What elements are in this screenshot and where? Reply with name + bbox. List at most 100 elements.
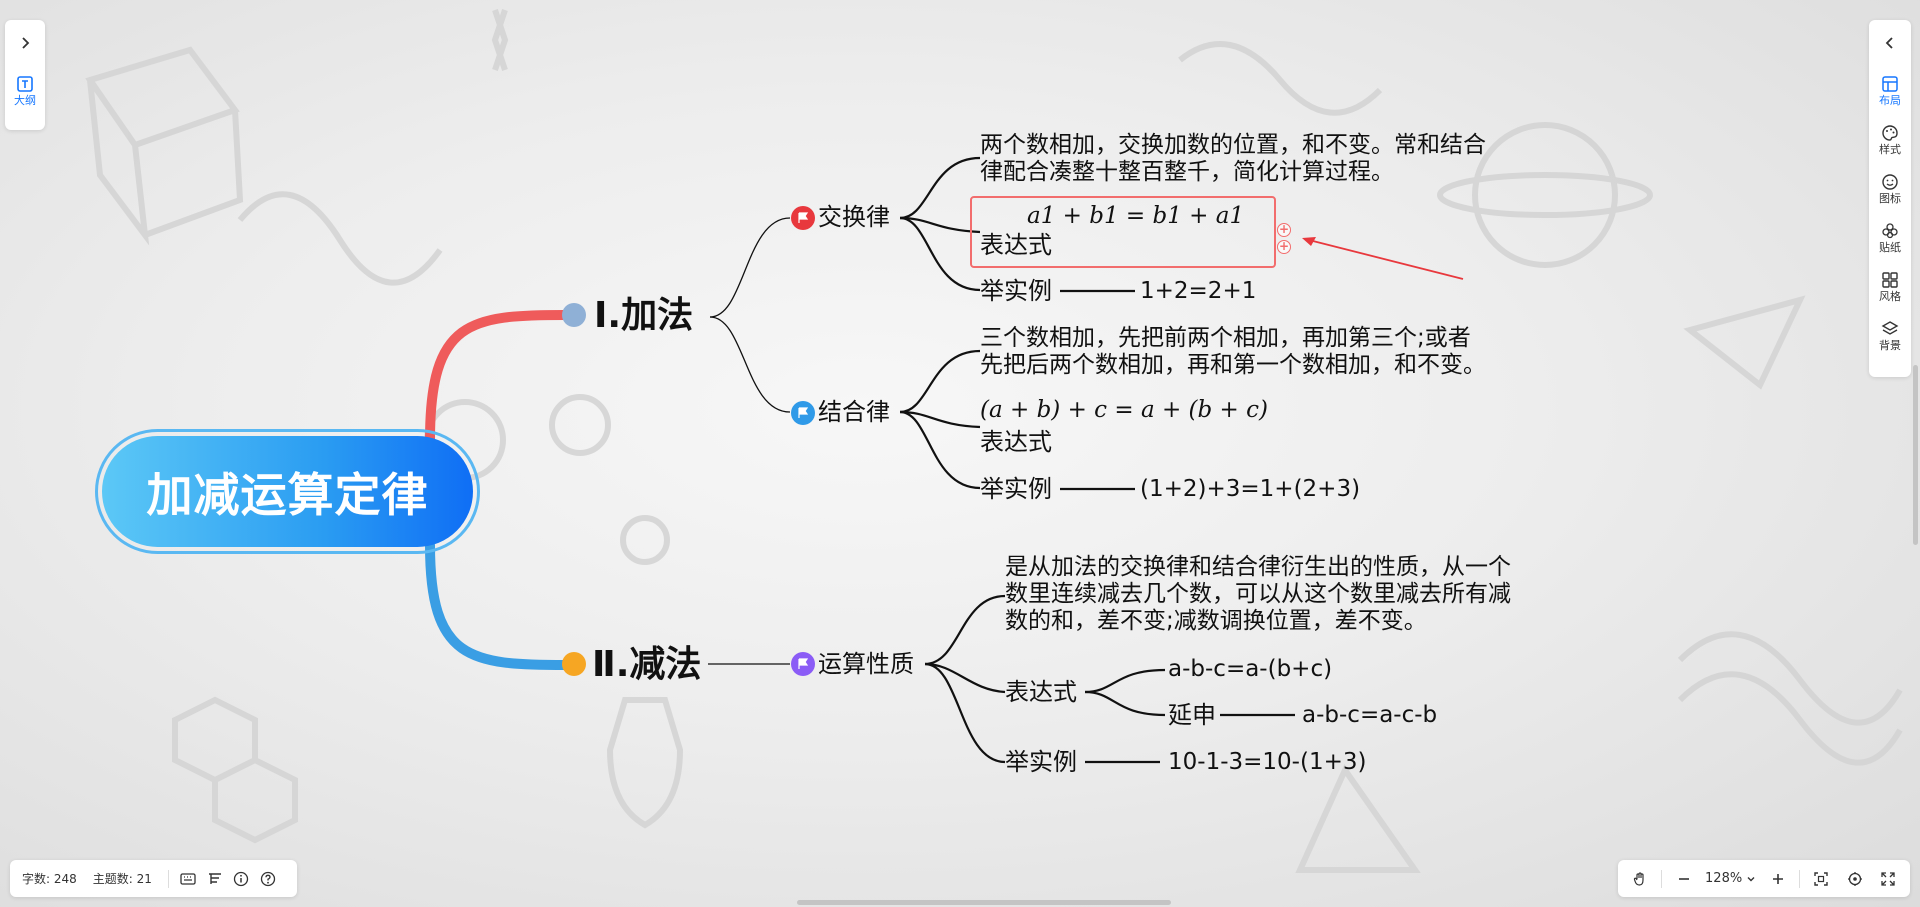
outline-button[interactable]: 大纲 [5, 66, 45, 115]
description-line: 律配合凑整十整百整千，简化计算过程。 [980, 159, 1394, 185]
flag-icon [791, 401, 815, 425]
background-label: 背景 [1879, 338, 1901, 352]
zoom-toolbar: 128% [1618, 860, 1910, 897]
add-sibling-handle[interactable]: + [1277, 222, 1291, 237]
outline-icon [17, 75, 33, 92]
flag-icon [791, 206, 815, 230]
add-child-handle[interactable]: + [1277, 239, 1291, 254]
topic-commutative-law[interactable]: 交换律 [818, 203, 890, 231]
root-topic-fill: 加减运算定律 [102, 436, 473, 547]
structure-icon [208, 872, 221, 884]
layout-icon [1882, 75, 1898, 92]
description-line: 数里连续减去几个数，可以从这个数里减去所有减 [1005, 581, 1511, 607]
target-icon [1847, 871, 1862, 886]
help-icon [260, 871, 275, 886]
selected-topic-outline [970, 196, 1276, 268]
chevron-down-icon [1747, 876, 1755, 881]
structure-button[interactable] [205, 868, 224, 890]
chevron-left-icon [1885, 37, 1893, 49]
keyboard-button[interactable] [179, 868, 198, 890]
icon-button[interactable]: 图标 [1870, 164, 1910, 213]
associative-example-label[interactable]: 举实例 [980, 475, 1052, 503]
property-description[interactable]: 是从加法的交换律和结合律衍生出的性质，从一个 数里连续减去几个数，可以从这个数里… [1005, 554, 1511, 635]
theme-button[interactable]: 风格 [1870, 262, 1910, 311]
expand-left-panel-button[interactable] [5, 20, 45, 66]
associative-example[interactable]: (1+2)+3=1+(2+3) [1140, 476, 1361, 502]
chevron-right-icon [22, 37, 30, 49]
topic-addition[interactable]: Ⅰ.加法 [594, 295, 694, 336]
style-button[interactable]: 样式 [1870, 115, 1910, 164]
background-button[interactable]: 背景 [1870, 311, 1910, 360]
commutative-example[interactable]: 1+2=2+1 [1140, 278, 1257, 304]
fit-view-icon [1814, 871, 1828, 886]
associative-description[interactable]: 三个数相加，先把前两个相加，再加第三个;或者 先把后两个数相加，再和第一个数相加… [980, 325, 1486, 379]
layout-button[interactable]: 布局 [1870, 66, 1910, 115]
subtraction-marker-dot [562, 652, 586, 676]
description-line: 三个数相加，先把前两个相加，再加第三个;或者 [980, 325, 1471, 351]
description-line: 是从加法的交换律和结合律衍生出的性质，从一个 [1005, 554, 1511, 580]
topic-associative-law[interactable]: 结合律 [818, 398, 890, 426]
minus-icon [1678, 877, 1689, 880]
divider [167, 869, 169, 888]
theme-label: 风格 [1879, 289, 1901, 303]
description-line: 数的和，差不变;减数调换位置，差不变。 [1005, 608, 1427, 634]
fullscreen-icon [1881, 871, 1895, 886]
status-bar: 字数: 248 主题数: 21 [10, 860, 297, 897]
property-extension-label[interactable]: 延申 [1168, 701, 1216, 729]
fullscreen-button[interactable] [1876, 867, 1900, 891]
style-label: 样式 [1879, 142, 1901, 156]
right-panel: 布局 样式 图标 贴纸 风格 背景 [1869, 20, 1911, 377]
sticker-label: 贴纸 [1879, 240, 1901, 254]
associative-formula-label[interactable]: 表达式 [980, 428, 1052, 456]
keyboard-icon [180, 872, 196, 885]
property-example-label[interactable]: 举实例 [1005, 748, 1077, 776]
layers-icon [1881, 320, 1899, 335]
help-button[interactable] [258, 868, 277, 890]
zoom-in-button[interactable] [1766, 867, 1790, 891]
info-icon [234, 871, 249, 886]
divider [1661, 869, 1663, 888]
zoom-out-button[interactable] [1672, 867, 1696, 891]
word-count: 字数: 248 [22, 872, 77, 886]
collapse-right-panel-button[interactable] [1870, 20, 1910, 66]
addition-marker-dot [562, 303, 586, 327]
smiley-icon [1882, 173, 1898, 190]
hand-icon [1633, 871, 1644, 886]
fit-view-button[interactable] [1809, 867, 1833, 891]
description-line: 两个数相加，交换加数的位置，和不变。常和结合 [980, 132, 1486, 158]
commutative-description[interactable]: 两个数相加，交换加数的位置，和不变。常和结合 律配合凑整十整百整千，简化计算过程… [980, 132, 1486, 186]
root-topic-label: 加减运算定律 [146, 467, 429, 522]
property-expression[interactable]: a-b-c=a-(b+c) [1168, 656, 1333, 682]
commutative-formula-label[interactable]: 表达式 [980, 231, 1052, 259]
divider [1798, 869, 1800, 888]
sticker-icon [1882, 222, 1898, 238]
info-button[interactable] [232, 868, 251, 890]
description-line: 先把后两个数相加，再和第一个数相加，和不变。 [980, 352, 1486, 378]
commutative-formula[interactable]: a1 + b1 = b1 + a1 [1027, 203, 1245, 229]
property-example[interactable]: 10-1-3=10-(1+3) [1168, 749, 1367, 775]
associative-formula[interactable]: (a + b) + c = a + (b + c) [980, 397, 1268, 423]
theme-grid-icon [1882, 271, 1898, 288]
zoom-level: 128% [1705, 871, 1743, 886]
zoom-level-select[interactable]: 128% [1705, 871, 1756, 886]
annotation-arrow [1304, 238, 1464, 280]
root-topic[interactable]: 加减运算定律 [95, 429, 480, 554]
topic-subtraction[interactable]: Ⅱ.减法 [592, 644, 702, 685]
palette-icon [1882, 124, 1898, 141]
outline-label: 大纲 [14, 93, 36, 107]
topic-count: 主题数: 21 [92, 872, 152, 886]
flag-icon [791, 652, 815, 676]
plus-icon [1772, 873, 1783, 884]
horizontal-scrollbar[interactable] [797, 900, 1171, 905]
topic-operation-property[interactable]: 运算性质 [818, 650, 914, 678]
vertical-scrollbar[interactable] [1913, 365, 1918, 545]
icon-label: 图标 [1879, 191, 1901, 205]
layout-label: 布局 [1879, 93, 1901, 107]
pan-hand-button[interactable] [1628, 867, 1652, 891]
property-expression-label[interactable]: 表达式 [1005, 678, 1077, 706]
property-extension[interactable]: a-b-c=a-c-b [1302, 702, 1438, 728]
sticker-button[interactable]: 贴纸 [1870, 213, 1910, 262]
commutative-example-label[interactable]: 举实例 [980, 277, 1052, 305]
locate-button[interactable] [1843, 867, 1867, 891]
